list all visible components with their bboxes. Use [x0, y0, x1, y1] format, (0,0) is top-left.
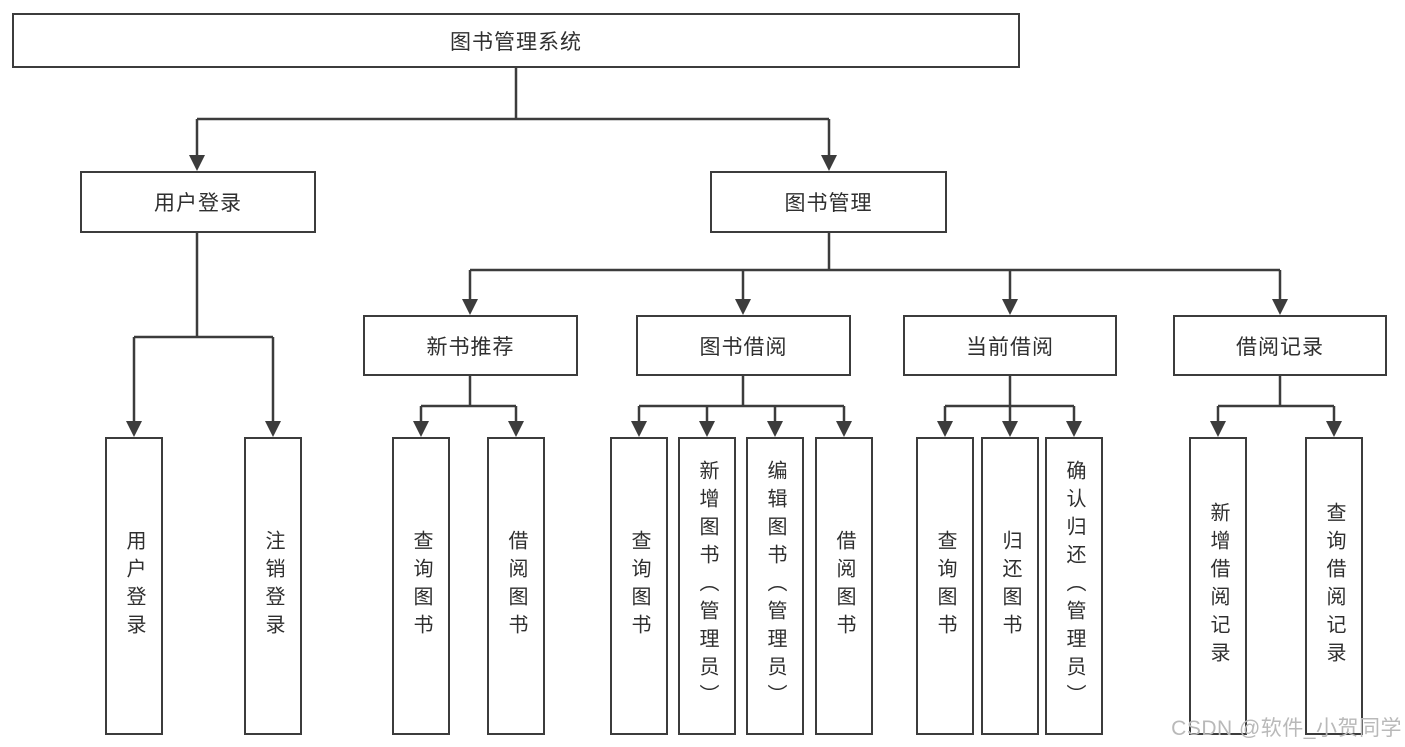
leaf-nbr-borrow-books: 借阅图书: [487, 437, 545, 735]
node-label: 新增图书（管理员）: [696, 460, 718, 712]
node-label: 图书管理系统: [450, 30, 582, 54]
leaf-bb-query-books: 查询图书: [610, 437, 668, 735]
node-book-borrowing: 图书借阅: [636, 315, 851, 376]
leaf-cb-confirm-return-admin: 确认归还（管理员）: [1045, 437, 1103, 735]
node-label: 当前借阅: [966, 335, 1054, 359]
node-root: 图书管理系统: [12, 13, 1020, 68]
node-label: 归还图书: [999, 530, 1021, 642]
node-label: 图书借阅: [699, 335, 788, 359]
node-label: 查询图书: [934, 530, 956, 642]
leaf-br-query-record: 查询借阅记录: [1305, 437, 1363, 735]
leaf-logout: 注销登录: [244, 437, 302, 735]
node-label: 用户登录: [123, 530, 145, 642]
node-user-login: 用户登录: [80, 171, 316, 233]
node-label: 新书推荐: [426, 335, 515, 359]
node-new-book-recommendation: 新书推荐: [363, 315, 578, 376]
arrowhead-icons: [126, 155, 1342, 437]
node-label: 图书管理: [784, 192, 873, 215]
leaf-bb-borrow-books: 借阅图书: [815, 437, 873, 735]
csdn-watermark: CSDN @软件_小贺同学: [1171, 717, 1402, 740]
node-label: 用户登录: [154, 192, 242, 215]
node-current-borrowing: 当前借阅: [903, 315, 1117, 376]
node-label: 借阅图书: [833, 530, 855, 642]
node-book-management: 图书管理: [710, 171, 947, 233]
leaf-bb-add-books-admin: 新增图书（管理员）: [678, 437, 736, 735]
node-label: 注销登录: [262, 530, 284, 642]
leaf-nbr-query-books: 查询图书: [392, 437, 450, 735]
node-label: 查询图书: [628, 530, 650, 642]
leaf-br-add-record: 新增借阅记录: [1189, 437, 1247, 735]
leaf-cb-query-books: 查询图书: [916, 437, 974, 735]
node-label: 借阅图书: [505, 530, 527, 642]
node-borrow-records: 借阅记录: [1173, 315, 1387, 376]
node-label: 新增借阅记录: [1207, 502, 1229, 670]
node-label: 查询图书: [410, 530, 432, 642]
leaf-user-login: 用户登录: [105, 437, 163, 735]
node-label: 借阅记录: [1236, 335, 1324, 359]
node-label: 查询借阅记录: [1323, 502, 1345, 670]
leaf-bb-edit-books-admin: 编辑图书（管理员）: [746, 437, 804, 735]
node-label: 编辑图书（管理员）: [764, 460, 786, 712]
leaf-cb-return-books: 归还图书: [981, 437, 1039, 735]
node-label: 确认归还（管理员）: [1063, 460, 1085, 712]
